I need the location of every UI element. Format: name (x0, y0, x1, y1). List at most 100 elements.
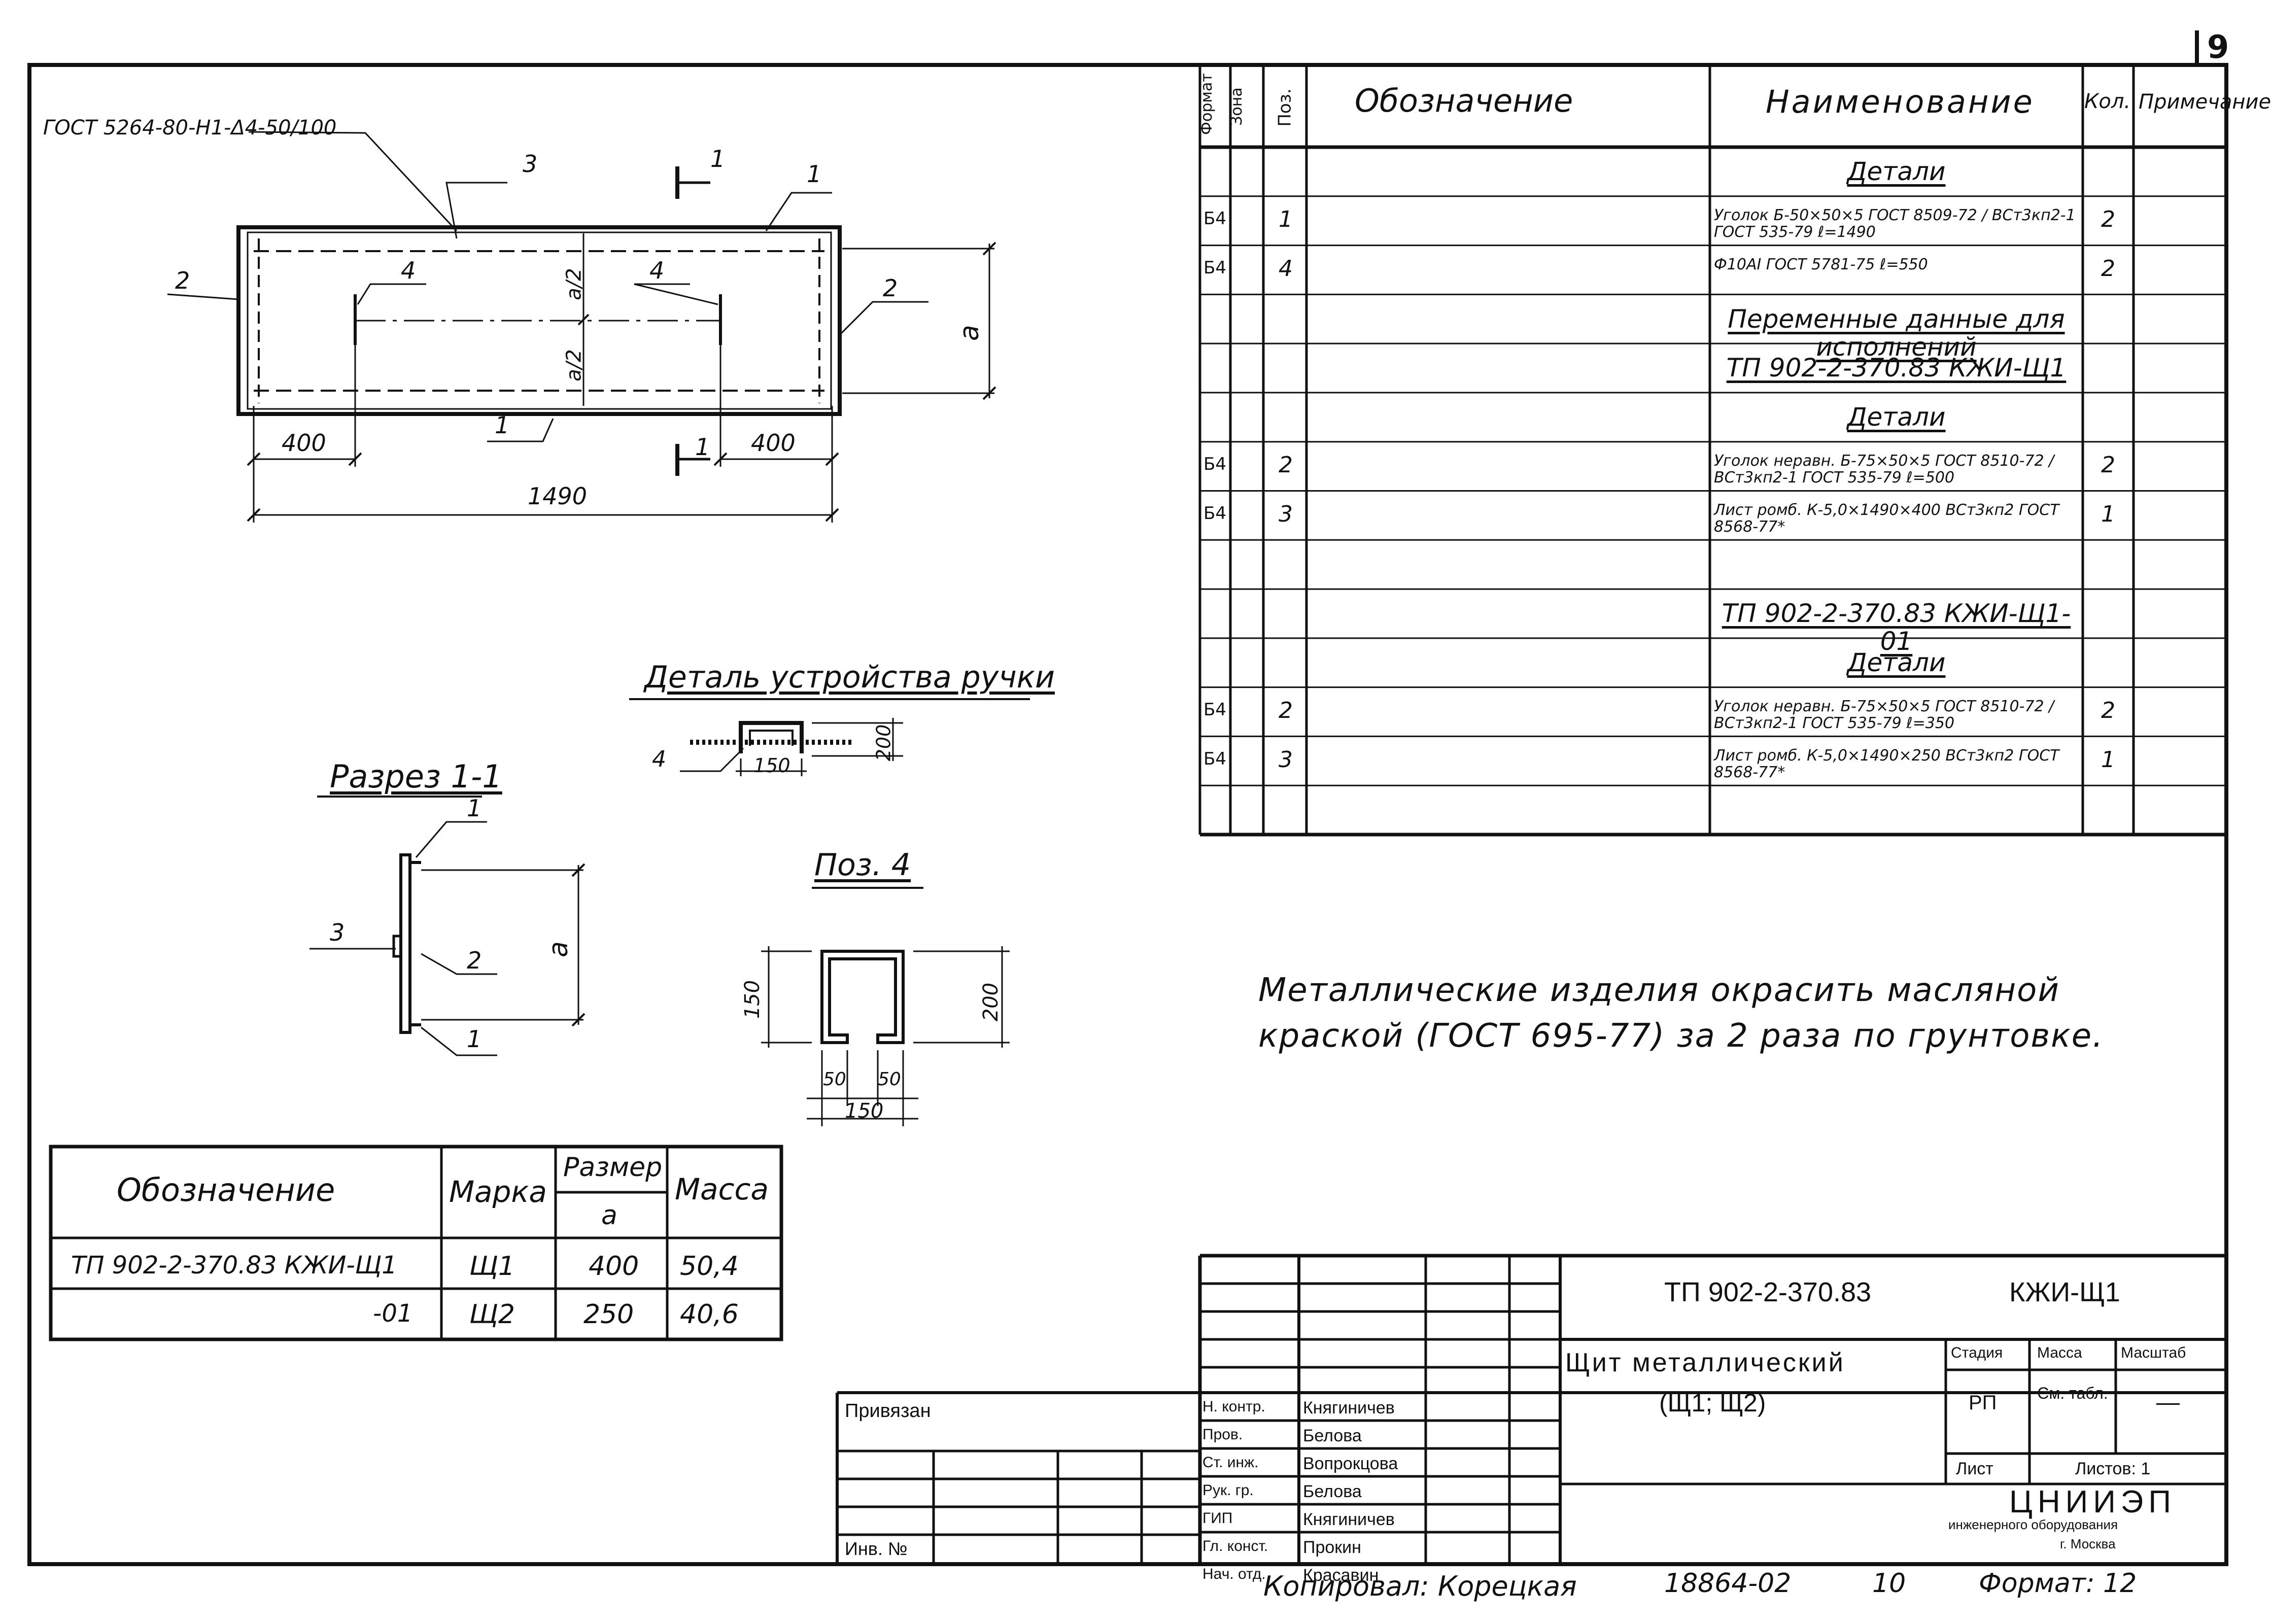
pos4-view (761, 887, 1010, 1126)
spec-row-format: Б4 (1203, 503, 1226, 524)
tb-staff-name: Вопрокцова (1303, 1454, 1398, 1473)
dim-a2-top: a/2 (562, 268, 586, 300)
dim-400-right: 400 (751, 429, 796, 457)
spec-row-format: Б4 (1203, 454, 1226, 474)
spec-row-name: Лист ромб. К-5,0×1490×400 ВСт3кп2 ГОСТ 8… (1714, 501, 2059, 536)
mass-header-mark: Марка (449, 1174, 547, 1209)
tb-mass: См. табл. (2037, 1384, 2108, 1402)
spec-row-qty: 2 (2101, 255, 2115, 282)
spec-header-qty: Кол. (2084, 90, 2131, 113)
mass-grid (49, 1145, 783, 1341)
tb-bound: Привязан (845, 1400, 931, 1422)
tb-staff-role: Пров. (1202, 1426, 1243, 1443)
tb-title-2: (Щ1; Щ2) (1659, 1389, 1766, 1417)
spec-row-name: Лист ромб. К-5,0×1490×250 ВСт3кп2 ГОСТ 8… (1714, 746, 2059, 781)
mass-row1-mass: 50,4 (680, 1251, 739, 1282)
mass-header-size-sub: a (601, 1200, 617, 1231)
spec-row-pos: 2 (1279, 697, 1293, 723)
spec-row-lines (1200, 195, 2226, 786)
spec-header-designation: Обозначение (1355, 82, 1573, 119)
spec-header-pos: Поз. (1275, 88, 1295, 127)
spec-row-name: Детали (1847, 402, 1946, 432)
spec-row-pos: 2 (1279, 452, 1293, 478)
tb-code: ТП 902-2-370.83 (1664, 1277, 1872, 1307)
tb-sheets: Листов: 1 (2075, 1459, 2151, 1478)
tb-org-3: г. Москва (2060, 1536, 2116, 1551)
spec-row-name (1714, 797, 2082, 834)
spec-row-name: ТП 902-2-370.83 КЖИ-Щ1 (1726, 353, 2067, 383)
tb-scale-h: Масштаб (2121, 1344, 2186, 1361)
tb-staff-name: Княгиничев (1303, 1510, 1395, 1529)
pos4-dim-150b: 150 (845, 1099, 884, 1123)
callout-1-top: 1 (807, 160, 822, 188)
mass-row2-mark: Щ2 (469, 1299, 515, 1330)
footer-format: Формат: 12 (1979, 1568, 2137, 1599)
callout-3: 3 (523, 150, 538, 178)
tb-staff-role: Ст. инж. (1202, 1454, 1259, 1471)
dim-a: a (954, 325, 985, 341)
tb-inv: Инв. № (845, 1538, 908, 1559)
tb-staff-name: Белова (1303, 1426, 1362, 1445)
section-mark-top: 1 (710, 145, 726, 172)
spec-row-qty: 2 (2101, 206, 2115, 232)
pos4-dim-150: 150 (741, 980, 765, 1019)
mass-header-size: Размер (563, 1152, 663, 1183)
spec-row-qty: 1 (2101, 501, 2115, 527)
spec-row-pos: 3 (1279, 746, 1293, 773)
callout-4-right: 4 (649, 257, 665, 284)
mass-row2-mass: 40,6 (680, 1299, 739, 1330)
spec-row-name: ТП 902-2-370.83 КЖИ-Щ1-01 (1722, 599, 2071, 656)
tb-staff-name: Белова (1303, 1482, 1362, 1501)
footer-num: 18864-02 (1664, 1568, 1792, 1599)
spec-row-qty: 2 (2101, 697, 2115, 723)
section-callout-1b: 1 (467, 1025, 482, 1053)
tb-staff-role: Гл. конст. (1202, 1538, 1268, 1554)
tb-stage-h: Стадия (1951, 1344, 2003, 1361)
spec-header-note: Примечание (2139, 90, 2271, 114)
tb-staff-name: Прокин (1303, 1538, 1361, 1557)
mass-row2-designation: -01 (373, 1299, 413, 1328)
tb-staff-role: Рук. гр. (1202, 1482, 1254, 1499)
mass-row1-designation: ТП 902-2-370.83 КЖИ-Щ1 (71, 1251, 397, 1280)
sheet-frame (27, 63, 2228, 1566)
tb-staff-role: ГИП (1202, 1510, 1233, 1527)
spec-row-format: Б4 (1203, 699, 1226, 720)
dim-1490: 1490 (528, 482, 588, 510)
pos4-dim-50a: 50 (823, 1069, 846, 1090)
spec-row-name: Уголок неравн. Б-75×50×5 ГОСТ 8510-72 / … (1714, 697, 2054, 732)
spec-header-format: Формат (1197, 73, 1216, 135)
gost-label: ГОСТ 5264-80-Н1-Δ4-50/100 (43, 116, 337, 140)
tb-scale: — (2156, 1389, 2180, 1415)
spec-row-name: Уголок Б-50×50×5 ГОСТ 8509-72 / ВСт3кп2-… (1714, 206, 2076, 241)
spec-row-pos: 1 (1279, 206, 1293, 232)
tb-org-2: инженерного оборудования (1948, 1517, 2118, 1532)
section-mark-bottom: 1 (695, 433, 710, 461)
section-callout-3: 3 (330, 919, 345, 946)
section-title: Разрез 1-1 (330, 758, 502, 795)
spec-row-format: Б4 (1203, 748, 1226, 769)
section-view (309, 796, 586, 1056)
mass-header-mass: Масса (675, 1172, 769, 1206)
tb-mark: КЖИ-Щ1 (2009, 1277, 2120, 1307)
mass-row1-size: 400 (589, 1251, 639, 1282)
footer-copied: Копировал: Корецкая (1263, 1570, 1577, 1602)
handle-detail-title: Деталь устройства ручки (644, 660, 1055, 695)
handle-callout-4: 4 (652, 746, 666, 772)
tb-staff-role: Нач. отд. (1202, 1566, 1266, 1582)
section-dim-a: a (543, 941, 574, 957)
dim-400-left: 400 (282, 429, 326, 457)
paint-note-line1: Металлические изделия окрасить масляной (1258, 972, 2060, 1009)
tb-staff-name: Красавин (1303, 1566, 1379, 1585)
mass-row2-size: 250 (583, 1299, 634, 1330)
page-number: 9 (2207, 28, 2229, 65)
tb-title-1: Щит металлический (1565, 1348, 1845, 1377)
section-callout-2: 2 (467, 947, 482, 974)
spec-row-format: Б4 (1203, 208, 1226, 229)
spec-row-pos: 3 (1279, 501, 1293, 527)
spec-row-name: Ф10АI ГОСТ 5781-75 ℓ=550 (1714, 255, 1928, 273)
tb-staff-role: Н. контр. (1202, 1398, 1265, 1415)
footer-sheet: 10 (1872, 1568, 1906, 1599)
tb-sheet: Лист (1956, 1459, 1993, 1478)
callout-2-right: 2 (883, 274, 898, 302)
